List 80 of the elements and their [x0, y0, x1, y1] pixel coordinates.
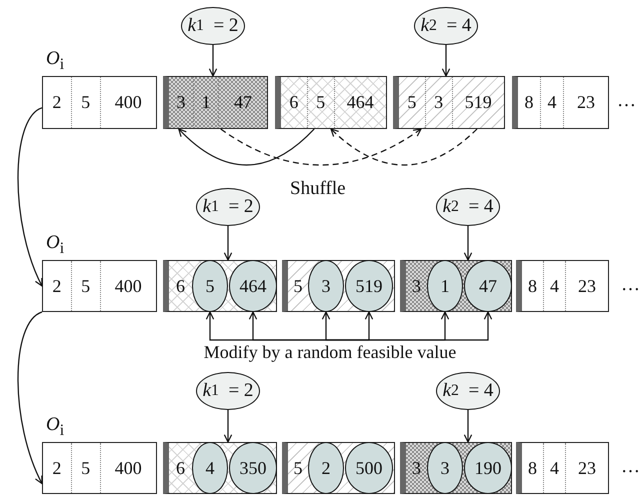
array-value: 6 — [175, 456, 186, 480]
array-value: 3 — [424, 77, 452, 128]
array-value: 5 — [70, 443, 100, 493]
array-value: 23 — [565, 443, 608, 493]
array-segment — [400, 260, 512, 312]
array-value: 5 — [406, 91, 418, 114]
highlighted-value: 2 — [308, 442, 344, 494]
arrow — [17, 107, 43, 287]
continuation-dots: … — [621, 456, 640, 478]
array-value: 2 — [51, 91, 62, 114]
arrow — [330, 311, 492, 341]
array-segment — [516, 260, 609, 312]
array-value: 5 — [70, 77, 100, 128]
array-value: 3 — [176, 91, 186, 114]
array-value: 400 — [100, 443, 156, 493]
arrow — [224, 226, 232, 261]
array-segment — [516, 442, 609, 494]
array-value: 400 — [100, 261, 156, 311]
highlighted-value: 500 — [345, 442, 393, 494]
array-segment — [163, 442, 277, 494]
highlighted-value: 190 — [464, 442, 512, 494]
array-segment — [512, 76, 609, 129]
highlighted-value: 350 — [229, 442, 277, 494]
arrow — [464, 226, 472, 261]
array-value: 23 — [563, 77, 608, 128]
arrow — [322, 311, 330, 341]
array-segment — [400, 442, 512, 494]
array-value: 2 — [51, 456, 62, 480]
array-segment — [282, 260, 395, 312]
array-segment — [282, 442, 395, 494]
array-value: 23 — [565, 261, 608, 311]
array-value: 5 — [70, 261, 100, 311]
array-value: 400 — [100, 77, 156, 128]
array-value: 6 — [175, 274, 186, 298]
array-name: O$_{i}$ — [46, 48, 64, 74]
highlighted-value: 4 — [192, 442, 228, 494]
arrow — [17, 311, 43, 484]
array-value: 8 — [527, 456, 538, 480]
highlighted-value: 464 — [229, 260, 277, 312]
array-segment — [42, 76, 157, 129]
array-value: 464 — [334, 77, 386, 128]
array-value: 8 — [527, 274, 538, 298]
arrow — [208, 45, 218, 77]
highlighted-value: 5 — [192, 260, 228, 312]
continuation-dots: … — [617, 90, 636, 112]
highlighted-value: 47 — [464, 260, 512, 312]
array-value: 6 — [288, 91, 300, 114]
highlighted-value: 3 — [427, 442, 463, 494]
arrow — [464, 410, 472, 443]
array-value: 8 — [524, 91, 534, 114]
array-value: 5 — [306, 77, 334, 128]
array-value: 4 — [543, 443, 565, 493]
array-value: 3 — [411, 274, 422, 298]
arrow — [178, 128, 315, 166]
arrow — [224, 410, 232, 443]
array-value: 2 — [51, 274, 62, 298]
array-value: 4 — [543, 261, 565, 311]
array-value: 5 — [292, 274, 304, 298]
highlighted-value: 3 — [308, 260, 344, 312]
array-segment — [163, 76, 268, 129]
array-segment — [163, 260, 277, 312]
arrow — [220, 128, 422, 166]
array-name: O$_{i}$ — [46, 232, 64, 258]
arrow — [330, 128, 478, 166]
array-value: 5 — [292, 456, 304, 480]
array-segment — [42, 260, 157, 312]
arrow — [442, 45, 450, 77]
annotation-text: Modify by a random feasible value — [150, 340, 510, 366]
array-name: O$_{i}$ — [46, 414, 64, 440]
array-segment — [393, 76, 505, 129]
array-segment — [42, 442, 157, 494]
step-label: Shuffle — [290, 178, 346, 200]
array-value: 3 — [411, 456, 422, 480]
array-value: 519 — [452, 77, 504, 128]
array-value: 4 — [540, 77, 563, 128]
array-segment — [275, 76, 387, 129]
highlighted-value: 1 — [427, 260, 463, 312]
highlighted-value: 519 — [345, 260, 393, 312]
array-value: 47 — [218, 77, 267, 128]
continuation-dots: … — [621, 274, 640, 296]
